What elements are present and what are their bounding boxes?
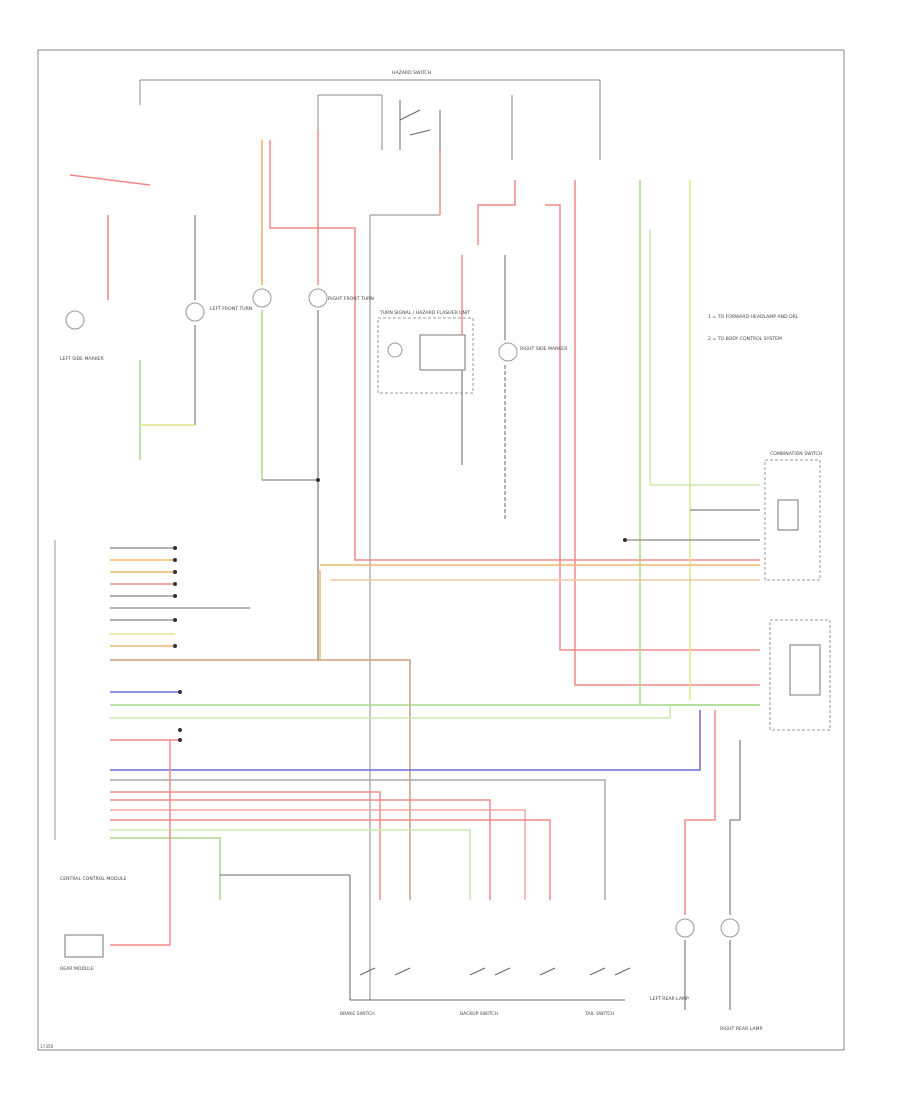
label-left-front-turn: LEFT FRONT TURN: [210, 306, 252, 312]
right-side-feeds: [625, 180, 760, 700]
label-tail-switch: TAIL SWITCH: [584, 1011, 614, 1017]
top-feed-lines: [139, 79, 601, 1000]
hazard-relay: [769, 619, 831, 731]
diagram-notes: 1 = TO FORWARD HEADLAMP AND DRL 2 = TO B…: [708, 314, 799, 342]
rear-module: [64, 934, 104, 958]
hazard-switch: [399, 100, 441, 150]
note-1: 1 = TO FORWARD HEADLAMP AND DRL: [708, 314, 799, 320]
label-right-rear-lamp: RIGHT REAR LAMP: [720, 1026, 762, 1032]
label-left-side-marker: LEFT SIDE MARKER: [60, 356, 105, 362]
label-turn-signal-unit: TURN SIGNAL / HAZARD FLASHER UNIT: [379, 310, 470, 316]
label-central-module: CENTRAL CONTROL MODULE: [60, 876, 126, 882]
label-backup-switch: BACKUP SWITCH: [460, 1011, 498, 1017]
rear-lamps: [675, 710, 741, 1010]
footer-code: 17350: [40, 1044, 54, 1049]
label-left-rear-lamp: LEFT REAR LAMP: [650, 996, 689, 1002]
connector-dots: [173, 478, 627, 742]
component-labels: LEFT SIDE MARKER LEFT FRONT TURN RIGHT F…: [60, 70, 822, 1032]
label-right-side-marker: RIGHT SIDE MARKER: [520, 346, 568, 352]
turn-signal-unit: [377, 255, 518, 520]
label-rear-module: REAR MODULE: [60, 966, 94, 972]
red-feed-wires: [269, 140, 760, 686]
front-turn-lamps: [140, 130, 328, 660]
signal-bus-horizontals: [319, 564, 760, 660]
combination-switch: [764, 459, 821, 581]
lower-switches: [220, 874, 631, 1001]
label-brake-switch: BRAKE SWITCH: [340, 1011, 375, 1017]
module-pin-stubs: [110, 547, 250, 647]
label-right-front-turn: RIGHT FRONT TURN: [328, 296, 374, 302]
diagram-frame: [37, 49, 845, 1051]
module-pin-lines: [110, 659, 760, 946]
note-2: 2 = TO BODY CONTROL SYSTEM: [708, 336, 782, 342]
left-side-marker-lamp: [65, 174, 151, 460]
label-combination-switch: COMBINATION SWITCH: [770, 451, 822, 457]
label-hazard-switch: HAZARD SWITCH: [392, 70, 431, 76]
